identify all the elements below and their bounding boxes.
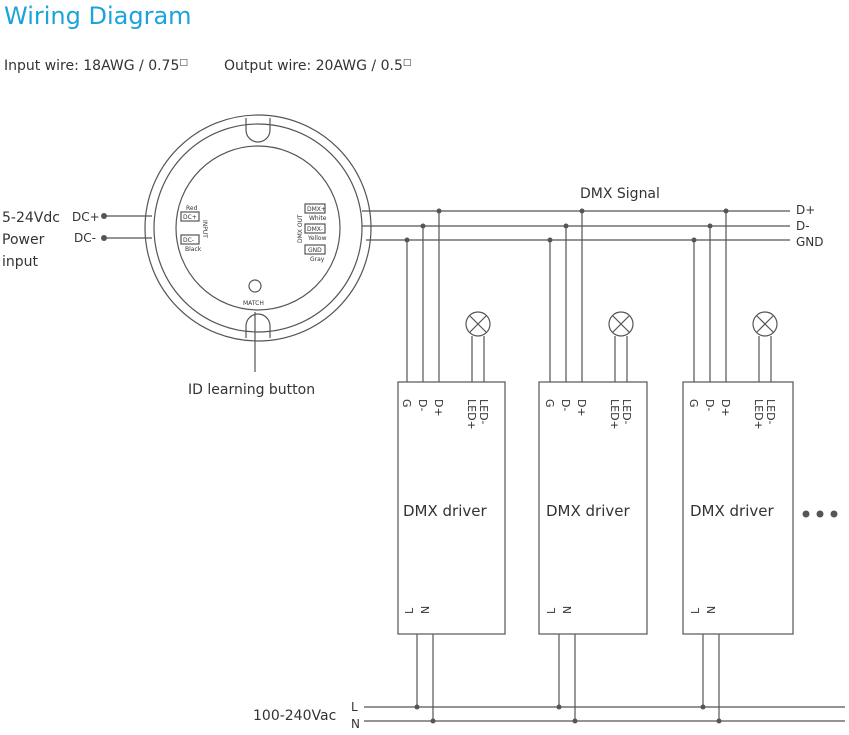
bus-label-d-plus: D+ [796, 203, 815, 217]
pin-label: DC+ [183, 214, 197, 221]
pin-color-label: Red [186, 205, 198, 212]
ellipsis-dot [830, 510, 838, 518]
driver-box-2 [538, 381, 648, 635]
mains-terminal-label: L [403, 607, 416, 614]
junction-dot [404, 237, 410, 243]
junction-dot [579, 208, 585, 214]
controller-middle-ring [153, 123, 363, 333]
junction-dot [547, 237, 553, 243]
terminal-label: G [400, 399, 413, 408]
bus-label-d-minus: D- [796, 219, 810, 233]
mains-terminal-label: N [419, 606, 432, 614]
input-wire-text: Input wire: 18AWG / 0.75 [4, 58, 180, 74]
junction-dot [556, 704, 562, 710]
terminal-dot [101, 213, 107, 219]
terminal-label: LED- [764, 399, 777, 425]
mains-voltage-label: 100-240Vac [253, 708, 336, 724]
terminal-label: D+ [432, 399, 445, 417]
terminal-label: G [687, 399, 700, 408]
pin-label: DMX- [307, 226, 323, 233]
match-button[interactable] [248, 279, 262, 293]
controller-body [175, 145, 341, 311]
driver-name: DMX driver [690, 502, 774, 520]
terminal-label: D- [559, 399, 572, 411]
pin-dc-plus [180, 211, 200, 222]
terminal-label: D+ [575, 399, 588, 417]
junction-dot [563, 223, 569, 229]
driver-box-1 [397, 381, 506, 635]
power-label-line1: Power [2, 232, 45, 248]
dc-plus-label: DC+ [72, 210, 100, 224]
mains-l-label: L [351, 700, 358, 714]
terminal-label: LED+ [465, 399, 478, 430]
junction-dot [723, 208, 729, 214]
pin-color-label: Black [185, 246, 202, 253]
ellipsis-dot [802, 510, 810, 518]
controller-top-notch [245, 118, 271, 143]
terminal-dot [101, 235, 107, 241]
terminal-label: LED- [620, 399, 633, 425]
junction-dot [430, 718, 436, 724]
controller-outer-ring [144, 114, 372, 342]
square-mark-icon: □ [179, 58, 188, 68]
junction-dot [420, 223, 426, 229]
mains-n-label: N [351, 717, 360, 731]
terminal-label: D+ [719, 399, 732, 417]
dmx-signal-label: DMX Signal [580, 186, 660, 202]
pin-label: DMX+ [307, 206, 326, 213]
pin-color-label: Yellow [307, 235, 327, 242]
junction-dot [700, 704, 706, 710]
mains-terminal-label: N [705, 606, 718, 614]
pin-dc-minus [180, 234, 200, 245]
junction-dot [436, 208, 442, 214]
pin-color-label: Gray [310, 256, 325, 263]
pin-dmx-plus [304, 203, 326, 214]
pin-label: GND [308, 247, 322, 254]
match-label: MATCH [243, 300, 264, 307]
power-voltage-label: 5-24Vdc [2, 210, 60, 226]
terminal-label: D- [703, 399, 716, 411]
terminal-label: LED+ [752, 399, 765, 430]
driver-name: DMX driver [546, 502, 630, 520]
lamp-icon [752, 311, 778, 337]
mains-terminal-label: N [561, 606, 574, 614]
junction-dot [691, 237, 697, 243]
mains-terminal-label: L [545, 607, 558, 614]
terminal-label: G [543, 399, 556, 408]
controller-output-label: DMX OUT [297, 214, 304, 243]
diagram-title: Wiring Diagram [4, 2, 192, 30]
terminal-label: LED- [477, 399, 490, 425]
pin-gnd [304, 244, 326, 255]
mains-terminal-label: L [689, 607, 702, 614]
controller-input-label: INPUT [201, 220, 208, 238]
dc-minus-label: DC- [74, 231, 96, 245]
junction-dot [707, 223, 713, 229]
square-mark-icon: □ [402, 58, 412, 68]
junction-dot [716, 718, 722, 724]
terminal-label: D- [416, 399, 429, 411]
lamp-icon [465, 311, 491, 337]
driver-box-3 [682, 381, 794, 635]
bus-label-gnd: GND [796, 235, 824, 249]
pin-label: DC- [183, 237, 194, 244]
controller-bottom-notch [245, 313, 271, 338]
id-button-label: ID learning button [188, 382, 315, 398]
output-wire-spec: Output wire: 20AWG / 0.5□ [224, 58, 411, 74]
lamp-icon [608, 311, 634, 337]
ellipsis-dot [816, 510, 824, 518]
junction-dot [414, 704, 420, 710]
power-label-line2: input [2, 254, 39, 270]
terminal-label: LED+ [608, 399, 621, 430]
driver-name: DMX driver [403, 502, 487, 520]
junction-dot [572, 718, 578, 724]
input-wire-spec: Input wire: 18AWG / 0.75□ [4, 58, 188, 74]
output-wire-text: Output wire: 20AWG / 0.5 [224, 58, 403, 74]
pin-dmx-minus [304, 223, 326, 234]
pin-color-label: White [309, 215, 327, 222]
